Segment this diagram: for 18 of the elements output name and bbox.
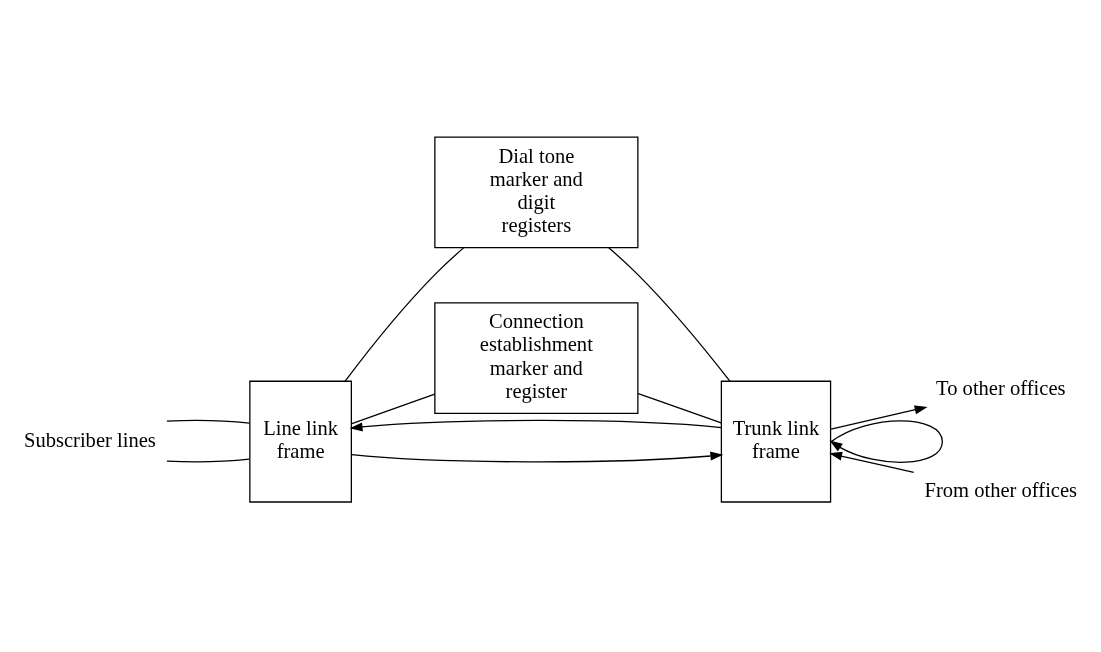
connector — [637, 392, 722, 424]
connector — [344, 247, 465, 382]
arrow — [829, 420, 943, 463]
node-text: From other offices — [924, 478, 1078, 501]
arrow — [830, 405, 928, 430]
connector — [166, 419, 250, 424]
node-box: Connection establishment marker and register — [434, 302, 639, 414]
arrow — [350, 451, 724, 463]
arrow — [349, 419, 722, 432]
connector — [608, 247, 731, 382]
node-box: Dial tone marker and digit registers — [434, 136, 639, 249]
node-text: To other offices — [936, 377, 1066, 400]
node-box: Trunk link frame — [720, 380, 832, 503]
node-text: Subscriber lines — [24, 428, 156, 451]
connector — [351, 393, 436, 425]
arrow — [829, 451, 915, 474]
connector — [166, 458, 250, 463]
node-box: Line link frame — [249, 380, 352, 503]
